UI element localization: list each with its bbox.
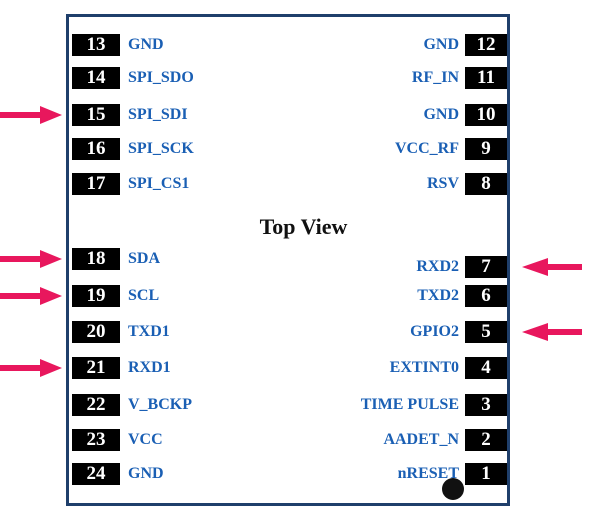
arrow-pin-7	[522, 258, 582, 276]
pin-label: TIME PULSE	[360, 396, 459, 413]
pin-9: VCC_RF 9	[395, 138, 507, 160]
pin-label: GND	[423, 106, 459, 123]
pin-number: 18	[72, 248, 120, 270]
pin-8: RSV 8	[427, 173, 507, 195]
pin-number: 2	[465, 429, 507, 451]
pin-3: TIME PULSE 3	[361, 394, 507, 416]
pin-label: nRESET	[397, 465, 459, 482]
pin-number: 21	[72, 357, 120, 379]
arrow-pin-18	[0, 250, 62, 268]
pin-13: 13 GND	[72, 34, 164, 56]
pin-24: 24 GND	[72, 463, 164, 485]
pin-number: 23	[72, 429, 120, 451]
pin-number: 14	[72, 67, 120, 89]
pin-number: 1	[465, 463, 507, 485]
pin-label: GND	[423, 36, 459, 53]
pin-number: 4	[465, 357, 507, 379]
pin-number: 10	[465, 104, 507, 126]
pin-number: 11	[465, 67, 507, 89]
pin-number: 6	[465, 285, 507, 307]
pin-11: RF_IN 11	[412, 67, 507, 89]
pin-5: GPIO2 5	[410, 321, 507, 343]
pin-18: 18 SDA	[72, 248, 160, 270]
pin-number: 22	[72, 394, 120, 416]
pin-17: 17 SPI_CS1	[72, 173, 189, 195]
arrow-pin-19	[0, 287, 62, 305]
pin1-indicator-dot	[442, 478, 464, 500]
pin-number: 3	[465, 394, 507, 416]
pin-number: 5	[465, 321, 507, 343]
pin-12: GND 12	[423, 34, 507, 56]
pin-number: 12	[465, 34, 507, 56]
pin-number: 20	[72, 321, 120, 343]
chip-package-outline	[66, 14, 510, 506]
pin-number: 24	[72, 463, 120, 485]
pin-number: 8	[465, 173, 507, 195]
pin-label: GND	[128, 465, 164, 482]
arrow-pin-15	[0, 106, 62, 124]
pin-label: RXD2	[416, 258, 459, 275]
pin-label: TXD2	[417, 287, 459, 304]
pin-4: EXTINT0 4	[390, 357, 507, 379]
pin-number: 13	[72, 34, 120, 56]
pin-1: nRESET 1	[398, 463, 507, 485]
pin-15: 15 SPI_SDI	[72, 104, 188, 126]
pin-label: GND	[128, 36, 164, 53]
pin-label: SPI_CS1	[128, 175, 190, 192]
pin-label: VCC	[128, 431, 163, 448]
pin-2: AADET_N 2	[383, 429, 507, 451]
pin-label: RXD1	[128, 359, 171, 376]
pin-label: SCL	[128, 287, 160, 304]
top-view-title: Top View	[259, 214, 348, 239]
pin-number: 15	[72, 104, 120, 126]
pin-22: 22 V_BCKP	[72, 394, 192, 416]
pin-label: VCC_RF	[395, 140, 459, 157]
pin-label: RSV	[426, 175, 459, 192]
pin-label: GPIO2	[410, 323, 459, 340]
pin-19: 19 SCL	[72, 285, 159, 307]
pin-label: SPI_SDO	[128, 69, 194, 86]
pin-21: 21 RXD1	[72, 357, 171, 379]
pin-label: AADET_N	[383, 431, 459, 448]
pin-23: 23 VCC	[72, 429, 163, 451]
pin-number: 19	[72, 285, 120, 307]
arrow-pin-21	[0, 359, 62, 377]
pin-number: 7	[465, 256, 507, 278]
pin-label: SPI_SDI	[128, 106, 188, 123]
pin-label: V_BCKP	[128, 396, 192, 413]
pin-16: 16 SPI_SCK	[72, 138, 194, 160]
pin-number: 9	[465, 138, 507, 160]
pin-14: 14 SPI_SDO	[72, 67, 194, 89]
pin-label: SDA	[128, 250, 161, 267]
arrow-pin-5	[522, 323, 582, 341]
pin-20: 20 TXD1	[72, 321, 170, 343]
pin-label: RF_IN	[411, 69, 459, 86]
pin-6: TXD2 6	[417, 285, 507, 307]
pin-label: SPI_SCK	[128, 140, 194, 157]
pin-number: 17	[72, 173, 120, 195]
pin-7: RXD2 7	[416, 256, 507, 278]
pin-10: GND 10	[423, 104, 507, 126]
pin-label: TXD1	[128, 323, 170, 340]
pin-label: EXTINT0	[389, 359, 459, 376]
pin-number: 16	[72, 138, 120, 160]
